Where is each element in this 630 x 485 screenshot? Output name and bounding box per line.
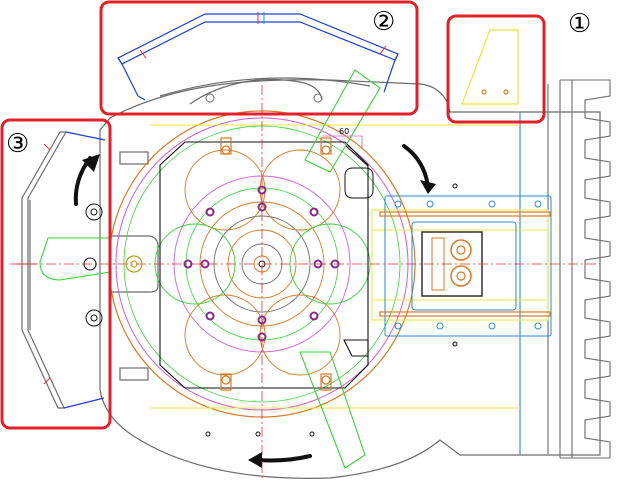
highlight-box-2	[99, 0, 419, 116]
slide-bolts	[394, 200, 542, 330]
bolts	[125, 137, 332, 391]
callout-number-1: ①	[568, 9, 591, 39]
dimension-60: 60	[322, 127, 363, 148]
center-lines	[10, 85, 600, 478]
gear-rack	[519, 79, 611, 459]
arrow-heads	[82, 154, 436, 468]
rail-bars	[150, 124, 549, 409]
highlight-boxes	[0, 0, 546, 430]
base-plate-outline	[99, 77, 601, 479]
mounting-holes	[83, 167, 458, 437]
callout-number-2: ②	[372, 7, 395, 37]
top-cover-part	[117, 12, 399, 101]
slide-block	[384, 195, 552, 337]
callout-number-3: ③	[6, 129, 29, 159]
square-plate	[159, 141, 369, 389]
dimension-text: 60	[339, 127, 349, 136]
highlight-box-1	[446, 14, 546, 124]
green-link-top	[39, 69, 381, 469]
pin-holes	[183, 185, 340, 342]
side-cover-part	[16, 131, 106, 409]
yellow-bracket-part	[461, 29, 519, 105]
highlight-box-3	[0, 118, 112, 430]
top-cover-holes	[205, 93, 323, 103]
rotation-arrows	[73, 144, 430, 463]
slide-rails	[379, 211, 551, 317]
